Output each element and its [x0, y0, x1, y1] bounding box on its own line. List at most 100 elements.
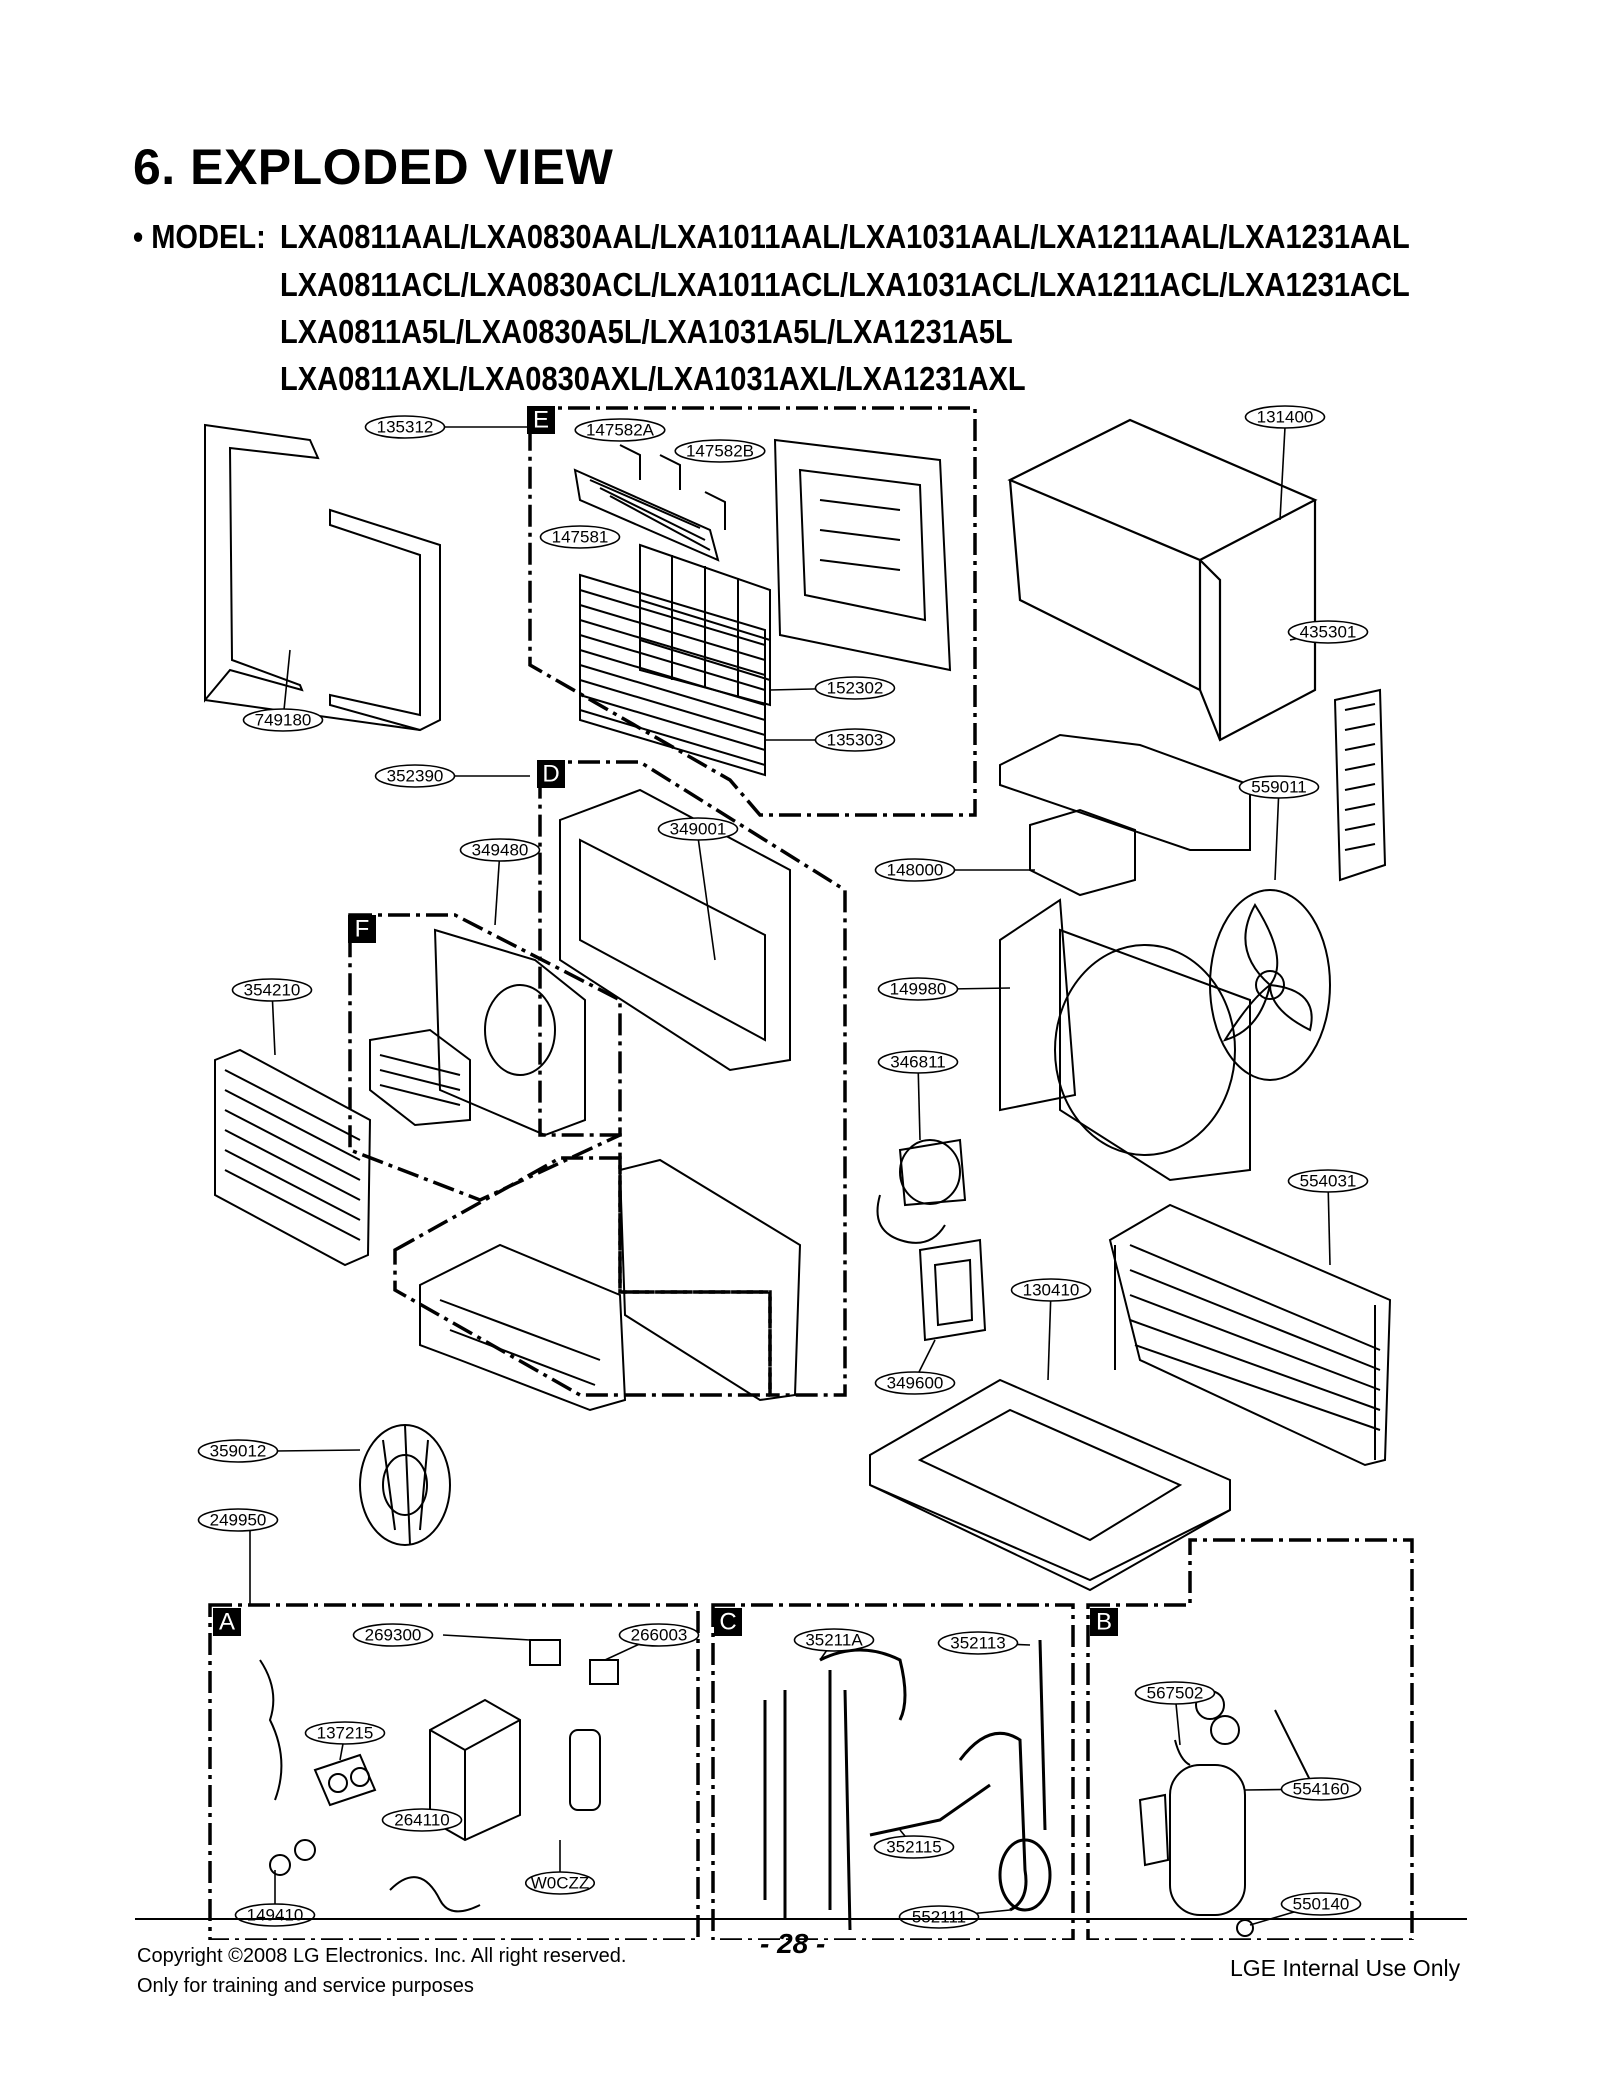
part-number-label: 147582B — [686, 442, 754, 461]
part-callout-outline — [874, 1371, 956, 1395]
section-b-label: B — [1096, 1609, 1112, 1636]
electrical-parts-drawing — [259, 1639, 619, 1913]
part-number-label: 354210 — [244, 981, 301, 1000]
part-callout-outline — [877, 1050, 959, 1074]
part-number-label: 249950 — [210, 1511, 267, 1530]
side-vent-drawing — [1333, 688, 1387, 882]
part-number-label: 35211A — [805, 1631, 863, 1650]
model-line: LXA0811AXL/LXA0830AXL/LXA1031AXL/LXA1231… — [280, 360, 1026, 397]
part-callout-outline — [1280, 1777, 1362, 1801]
part-number-label: 567502 — [1147, 1684, 1204, 1703]
part-callout-outline — [937, 1631, 1019, 1655]
part-number-label: 349600 — [887, 1374, 944, 1393]
motor-bracket-drawing — [918, 1238, 987, 1342]
section-c-label: C — [719, 1609, 736, 1636]
model-line: LXA0811ACL/LXA0830ACL/LXA1011ACL/LXA1031… — [280, 266, 1410, 303]
copyright-text: Copyright ©2008 LG Electronics. Inc. All… — [137, 1945, 627, 1967]
front-panel-drawing — [773, 438, 952, 672]
section-d-tag — [537, 760, 565, 788]
part-number-label: 352115 — [886, 1838, 941, 1857]
part-number-label: 550140 — [1293, 1895, 1350, 1914]
front-grille-drawing — [579, 543, 771, 777]
part-number-label: 266003 — [631, 1626, 688, 1645]
part-number-label: 149980 — [890, 980, 947, 999]
refrigerant-tubing-drawing — [763, 1639, 1052, 1931]
section-f-tag — [348, 915, 376, 943]
part-number-label: 352113 — [950, 1634, 1005, 1653]
part-callout-outline — [197, 1508, 279, 1532]
shroud-drawing — [999, 898, 1251, 1182]
cabinet-drawing — [1007, 418, 1318, 742]
evaporator-drawing — [214, 1048, 372, 1267]
part-number-label: 130410 — [1023, 1281, 1080, 1300]
training-notice: Only for training and service purposes — [137, 1975, 474, 1997]
part-callout-outline — [459, 838, 541, 862]
section-f-frame — [348, 913, 622, 1202]
section-d-lower-frame — [393, 1156, 772, 1397]
part-number-label: 135303 — [827, 731, 884, 750]
condenser-fan-drawing — [1209, 889, 1331, 1081]
part-number-label: 435301 — [1300, 623, 1357, 642]
part-number-label: 147581 — [552, 528, 609, 547]
section-b-tag — [1090, 1608, 1118, 1636]
part-callout-outline — [524, 1871, 596, 1895]
part-callout-outline — [197, 1439, 279, 1463]
section-e-frame — [528, 406, 977, 817]
heater-drawing — [369, 928, 586, 1137]
section-c-frame — [711, 1603, 1075, 1940]
part-callout-outline — [364, 415, 446, 439]
part-number-label: 264110 — [394, 1811, 449, 1830]
part-callout-outline — [1280, 1892, 1362, 1916]
part-number-label: W0CZZ — [531, 1874, 590, 1893]
base-pan-drawing — [869, 1378, 1231, 1592]
part-callout-outline — [657, 817, 739, 841]
part-number-label: 749180 — [255, 711, 312, 730]
part-callout-outline — [618, 1623, 700, 1647]
part-number-label: 559011 — [1251, 778, 1306, 797]
page-number: - 28 - — [760, 1928, 826, 1959]
part-callout-outline — [1010, 1278, 1092, 1302]
model-prefix: • MODEL: — [133, 218, 266, 255]
internal-use-notice: LGE Internal Use Only — [1230, 1955, 1461, 1981]
part-number-label: 552111 — [912, 1908, 966, 1927]
section-f-label: F — [355, 916, 370, 943]
part-callout-outline — [574, 418, 666, 442]
page-title: 6. EXPLODED VIEW — [133, 139, 614, 195]
part-callout-outline — [234, 1903, 316, 1927]
part-number-label: 137215 — [317, 1724, 374, 1743]
part-callout-outline — [304, 1721, 386, 1745]
part-callout-outline — [242, 708, 324, 732]
part-callout-outline — [898, 1905, 980, 1929]
part-number-label: 349001 — [670, 820, 727, 839]
part-number-label: 148000 — [887, 861, 944, 880]
section-a-tag — [213, 1608, 241, 1636]
blower-wheel-drawing — [359, 1424, 451, 1546]
part-callout-outline — [231, 978, 313, 1002]
part-callout-outline — [793, 1628, 875, 1652]
part-callout-outline — [374, 764, 456, 788]
section-c-tag — [714, 1608, 742, 1636]
section-e-label: E — [533, 407, 549, 434]
condenser-coil-drawing — [1108, 1203, 1392, 1467]
part-number-label: 131400 — [1257, 408, 1314, 427]
exploded-view-diagram: E D F A C B — [197, 405, 1414, 1940]
part-callout-outline — [814, 676, 896, 700]
section-a-label: A — [219, 1609, 235, 1636]
part-number-label: 554031 — [1300, 1172, 1357, 1191]
part-number-label: 135312 — [377, 418, 434, 437]
part-number-label: 554160 — [1293, 1780, 1350, 1799]
part-number-label: 149410 — [247, 1906, 304, 1925]
part-callout-outline — [352, 1623, 434, 1647]
section-d-frame — [538, 760, 847, 1397]
louver-drawing — [573, 444, 726, 562]
part-callout-outline — [1244, 405, 1326, 429]
part-callout-outline — [1238, 775, 1320, 799]
footer-rule — [135, 1918, 1467, 1920]
part-number-label: 349480 — [472, 841, 529, 860]
part-callout-outline — [1287, 620, 1369, 644]
fan-motor-drawing — [876, 1138, 967, 1244]
section-e-tag — [527, 406, 555, 434]
control-box-drawing — [419, 788, 802, 1412]
section-a-frame — [208, 1603, 700, 1940]
